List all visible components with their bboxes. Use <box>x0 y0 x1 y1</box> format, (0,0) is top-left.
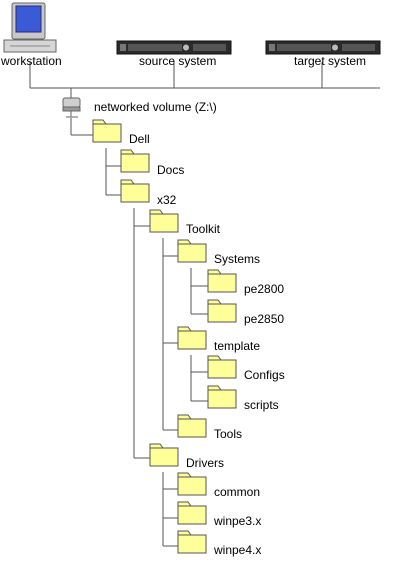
tree-connector-lines <box>29 62 380 547</box>
folder-icon-docs <box>120 149 150 173</box>
folder-icon-pe2850 <box>207 299 237 323</box>
folder-icon-template <box>177 326 207 350</box>
folder-label-winpe4: winpe4.x <box>214 543 262 557</box>
folder-icon-configs <box>207 355 237 379</box>
source-server-icon <box>116 40 232 55</box>
folder-label-configs: Configs <box>244 368 285 382</box>
networked-volume-label: networked volume (Z:\) <box>94 100 217 114</box>
folder-label-docs: Docs <box>157 163 185 177</box>
folder-label-systems: Systems <box>214 252 261 266</box>
folder-icon-tools <box>177 414 207 438</box>
folder-label-template: template <box>214 339 261 353</box>
folder-icon-toolkit <box>149 209 179 233</box>
folder-icon-dell <box>92 119 122 143</box>
source-system-label: source system <box>139 54 217 68</box>
folder-label-common: common <box>214 485 261 499</box>
folder-label-x32: x32 <box>157 193 177 207</box>
folder-label-drivers: Drivers <box>186 456 224 470</box>
folder-label-winpe3: winpe3.x <box>214 514 262 528</box>
folder-label-scripts: scripts <box>244 398 279 412</box>
folders-layer <box>92 119 237 554</box>
target-server-icon <box>265 40 381 55</box>
folder-icon-scripts <box>207 385 237 409</box>
folder-label-dell: Dell <box>129 132 150 146</box>
folder-icon-drivers <box>149 443 179 467</box>
folder-icon-winpe3 <box>177 501 207 525</box>
network-drive-icon <box>62 97 81 118</box>
folder-icon-systems <box>177 239 207 263</box>
folder-icon-common <box>177 472 207 496</box>
workstation-icon <box>3 2 57 53</box>
folder-label-toolkit: Toolkit <box>186 222 221 236</box>
folder-icon-pe2800 <box>207 269 237 293</box>
folder-label-pe2800: pe2800 <box>244 282 285 296</box>
folder-label-pe2850: pe2850 <box>244 312 285 326</box>
target-system-label: target system <box>294 54 367 68</box>
folder-icon-x32 <box>120 179 150 203</box>
folder-icon-winpe4 <box>177 530 207 554</box>
workstation-label: workstation <box>1 54 62 68</box>
folder-label-tools: Tools <box>214 427 243 441</box>
